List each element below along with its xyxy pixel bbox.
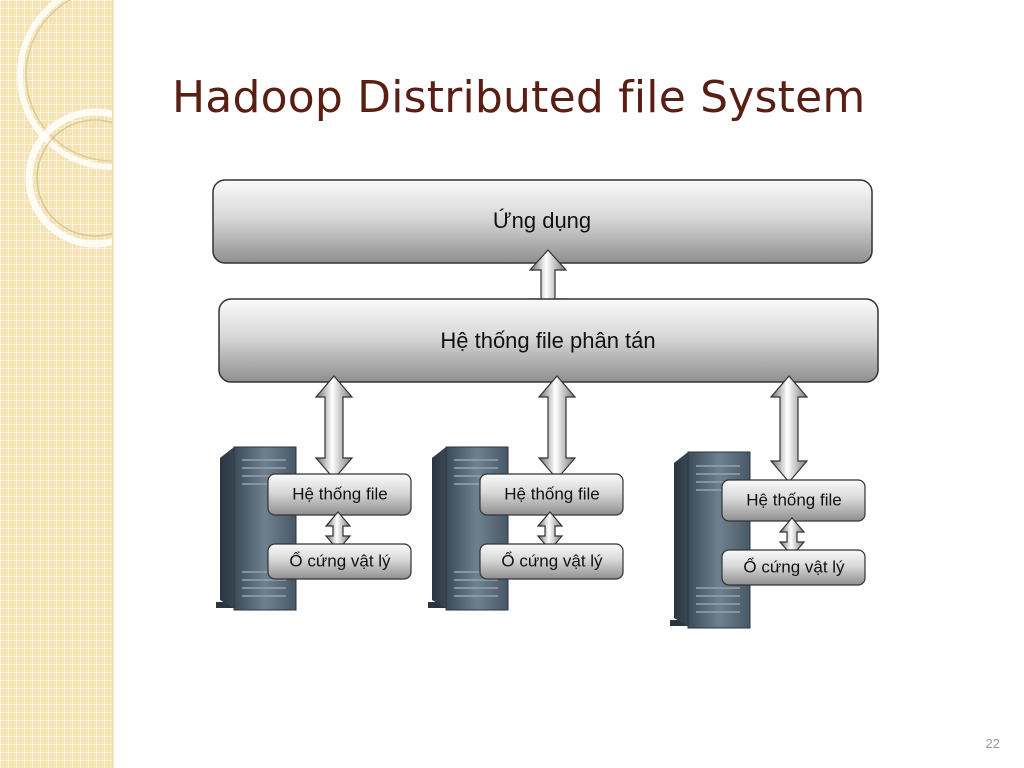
filesystem-label: Hệ thống file bbox=[746, 490, 841, 509]
server-tower-icon bbox=[670, 451, 751, 629]
decorative-rings bbox=[17, 0, 112, 248]
physical-disk-box: Ổ cứng vật lý bbox=[267, 543, 412, 580]
slide-number: 22 bbox=[985, 736, 1000, 751]
physical-disk-box: Ổ cứng vật lý bbox=[479, 543, 624, 580]
server-tower-icon bbox=[216, 446, 297, 611]
storage-node-3: Hệ thống file Ổ cứng vật lý bbox=[670, 375, 866, 629]
filesystem-box: Hệ thống file bbox=[479, 473, 624, 516]
server-tower-icon bbox=[428, 446, 509, 611]
filesystem-label: Hệ thống file bbox=[292, 484, 387, 503]
double-arrow-icon bbox=[314, 375, 354, 480]
application-layer-label: Ứng dụng bbox=[493, 208, 591, 233]
distributed-fs-layer-box: Hệ thống file phân tán bbox=[218, 298, 879, 383]
double-arrow-icon bbox=[537, 375, 577, 480]
filesystem-box: Hệ thống file bbox=[721, 479, 866, 522]
distributed-fs-layer-label: Hệ thống file phân tán bbox=[440, 328, 655, 353]
storage-node-1: Hệ thống file Ổ cứng vật lý bbox=[216, 375, 412, 611]
physical-disk-label: Ổ cứng vật lý bbox=[743, 557, 845, 576]
storage-node-2: Hệ thống file Ổ cứng vật lý bbox=[428, 375, 624, 611]
filesystem-label: Hệ thống file bbox=[504, 484, 599, 503]
application-layer-box: Ứng dụng bbox=[212, 179, 873, 264]
filesystem-box: Hệ thống file bbox=[267, 473, 412, 516]
double-arrow-icon bbox=[769, 375, 809, 483]
physical-disk-label: Ổ cứng vật lý bbox=[289, 551, 391, 570]
physical-disk-label: Ổ cứng vật lý bbox=[501, 551, 603, 570]
decorative-side-panel bbox=[0, 0, 112, 768]
side-panel-edge bbox=[112, 0, 115, 768]
physical-disk-box: Ổ cứng vật lý bbox=[721, 549, 866, 586]
slide-title: Hadoop Distributed file System bbox=[172, 72, 866, 123]
